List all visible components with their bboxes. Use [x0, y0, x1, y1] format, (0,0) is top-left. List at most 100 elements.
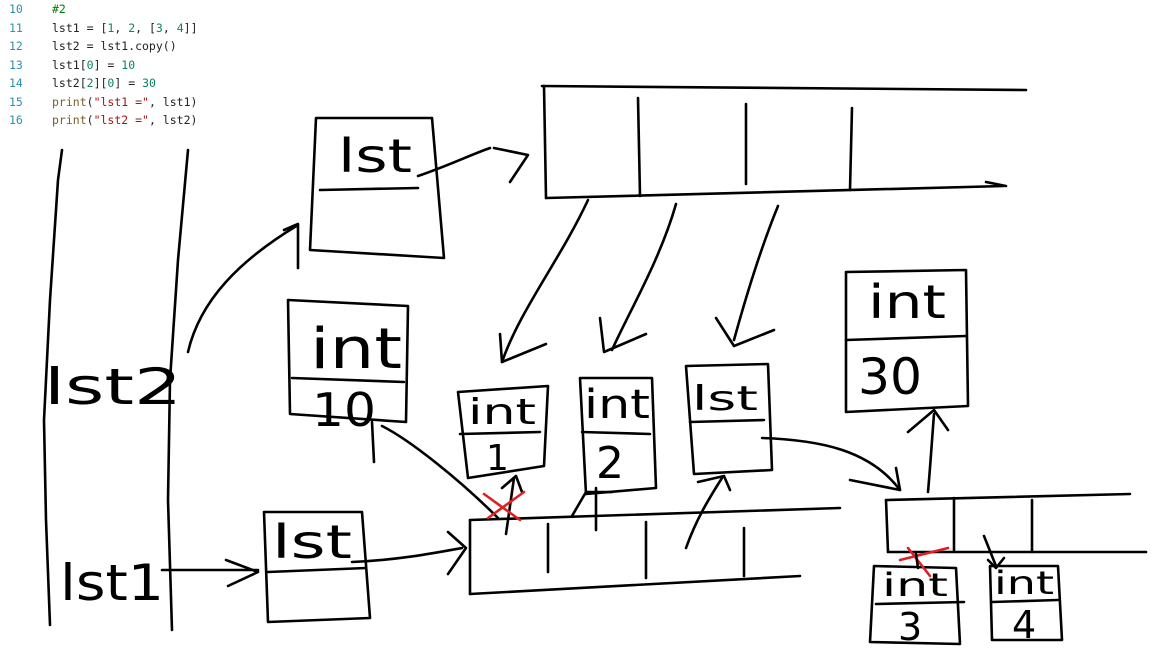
line-number: 11: [9, 20, 23, 35]
code-token: lst2 = lst1.copy(): [52, 39, 177, 53]
code-token: , lst1): [148, 94, 198, 109]
arrowhead-lst2: [282, 222, 300, 270]
lst-object-bottom: lst: [262, 510, 372, 624]
int-3-value: 3: [898, 605, 922, 648]
arrowhead-int1: [498, 332, 548, 364]
code-token: ,: [162, 20, 177, 35]
code-token: "lst1 =": [93, 94, 149, 109]
code-text: lst1 = [1, 2, [3, 4]]: [52, 19, 198, 37]
int-object-10: int 10: [286, 298, 410, 437]
line-number: 15: [9, 94, 23, 109]
arrow-inner-slot0-to-int30: [926, 412, 936, 494]
code-token: print: [52, 113, 87, 127]
lst-object-top: lst: [308, 116, 446, 260]
code-text: lst2 = lst1.copy(): [52, 37, 177, 55]
code-text: lst1[0] = 10: [52, 56, 135, 74]
arrow-lst2-to-lst: [186, 223, 300, 354]
int-object-2: int 2: [578, 376, 658, 496]
frame-right-line: [166, 148, 190, 632]
code-token: lst1 = [: [52, 20, 108, 35]
overwritten-inner-pointer-cross: [898, 546, 950, 578]
arrowhead-lst-top: [492, 146, 530, 184]
arrow-lst-bottom-to-array: [350, 546, 464, 564]
code-token: (: [86, 94, 94, 109]
overwritten-pointer-cross: [482, 490, 526, 522]
int-object-4: int 4: [988, 564, 1064, 647]
lst-object-inner: lst: [684, 362, 774, 476]
code-token: 2: [86, 76, 94, 90]
int-1-type: int: [468, 392, 536, 433]
lst-inner-type: lst: [692, 379, 758, 419]
arrow-b-slot0-to-int10: [380, 424, 500, 520]
arrowhead-b-slot2: [696, 474, 732, 492]
code-text: print("lst1 =", lst1): [52, 93, 197, 111]
arrowhead-lst-bottom: [446, 530, 468, 576]
arrow-slot1-to-int2: [610, 202, 678, 352]
line-number: 14: [9, 76, 23, 90]
code-token: "lst2 =": [93, 113, 149, 127]
code-token: 3: [155, 20, 163, 35]
code-text: #2: [52, 0, 66, 18]
arrow-inner-slot0-old: [914, 552, 920, 570]
line-number: 12: [9, 39, 23, 53]
code-token: ] =: [114, 76, 143, 90]
line-number: 13: [9, 57, 23, 72]
int-4-value: 4: [1012, 603, 1036, 647]
arrow-slot2-to-lst-inner: [732, 204, 780, 342]
lst-bottom-type: lst: [272, 515, 352, 569]
code-token: , [: [135, 20, 156, 35]
arrowhead-int4: [986, 556, 1006, 570]
code-token: (: [86, 113, 94, 127]
code-text: lst2[2][0] = 30: [52, 74, 156, 92]
int-30-value: 30: [858, 348, 922, 406]
int-object-30: int 30: [844, 268, 970, 414]
lst-type-label: lst: [338, 129, 412, 183]
arrow-b-slot2-to-lst-inner: [684, 476, 724, 550]
int-object-1: int 1: [456, 384, 550, 480]
code-token: 0: [107, 76, 115, 90]
arrowhead-int2: [598, 316, 648, 354]
int-10-value: 10: [312, 383, 376, 437]
line-number: 10: [9, 2, 23, 16]
arrowhead-b-slot0-old: [500, 474, 524, 494]
array-top: [540, 84, 1028, 200]
arrowhead-b-slot1: [570, 490, 614, 518]
arrow-lst-top-to-array: [416, 146, 492, 178]
code-token: ] =: [93, 57, 122, 72]
arrowhead-lst-inner-array: [848, 466, 902, 492]
code-token: 4: [176, 20, 184, 35]
code-token: print: [52, 94, 87, 109]
frame-left-line: [42, 148, 64, 627]
code-token: 1: [107, 20, 115, 35]
code-token: ,: [114, 20, 129, 35]
code-token: ]]: [183, 20, 198, 35]
int-object-3: int 3: [868, 564, 966, 648]
code-token: lst1[: [52, 57, 87, 72]
int-10-type: int: [310, 317, 402, 382]
arrow-inner-slot1-to-int4: [982, 534, 998, 568]
code-token: #2: [52, 2, 66, 16]
int-2-value: 2: [596, 438, 624, 489]
code-text: print("lst2 =", lst2): [52, 111, 197, 129]
var-lst1-label: lst1: [60, 554, 164, 612]
code-token: , lst2): [148, 113, 198, 127]
code-token: lst2[: [52, 76, 87, 90]
int10-tick: [370, 420, 376, 464]
arrowhead-lst-inner: [714, 316, 776, 348]
code-token: 10: [121, 57, 136, 72]
arrowhead-lst1: [224, 558, 260, 588]
int-30-type: int: [868, 275, 946, 329]
code-token: 30: [142, 76, 156, 90]
code-token: 2: [128, 20, 136, 35]
var-lst2-label: lst2: [44, 358, 182, 416]
line-number: 16: [9, 113, 23, 127]
int-2-type: int: [584, 382, 650, 428]
arrow-b-slot0-old: [504, 476, 516, 536]
int-4-type: int: [994, 564, 1054, 602]
code-token: ][: [93, 76, 108, 90]
arrow-slot0-to-int1: [500, 198, 590, 364]
array-bottom: [468, 506, 842, 596]
int-3-type: int: [882, 566, 948, 604]
